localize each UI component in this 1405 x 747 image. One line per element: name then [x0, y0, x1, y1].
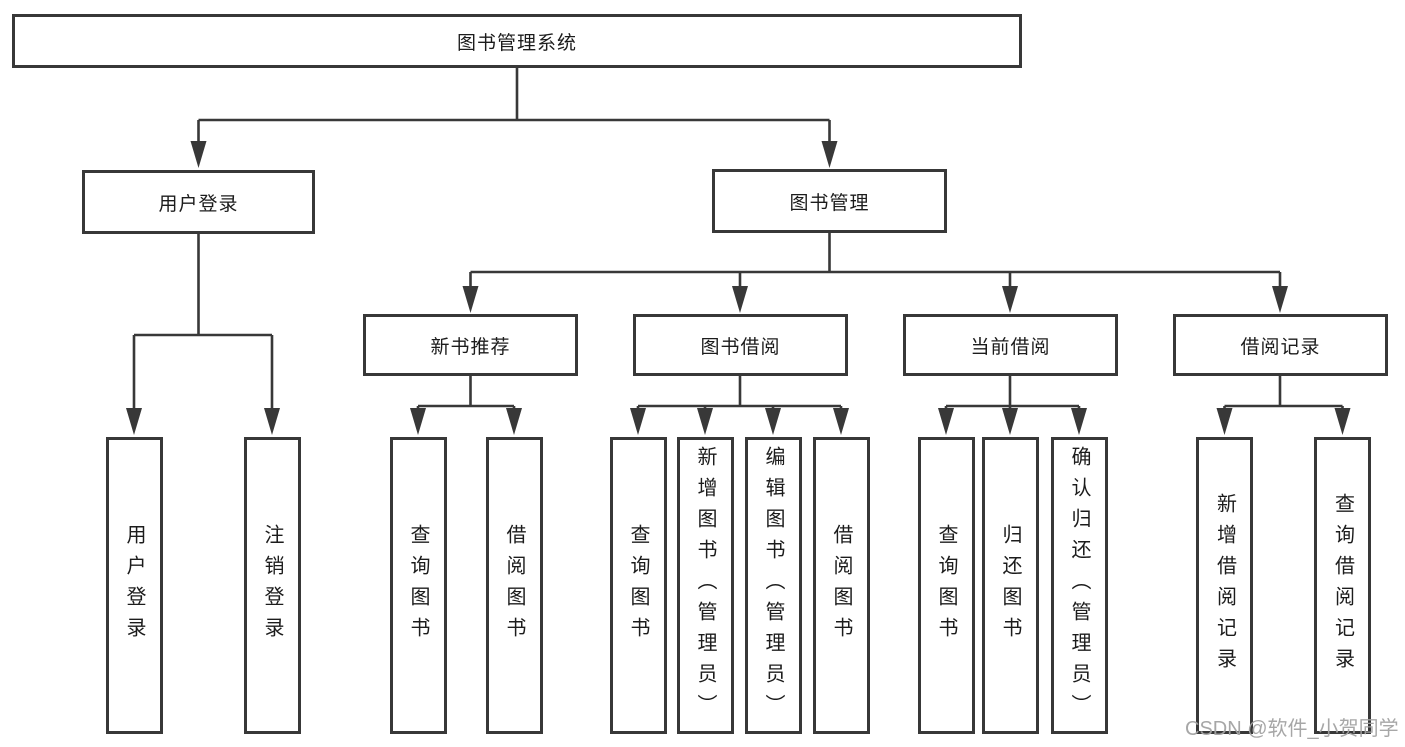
node-leaf-confirm-return-admin-label: 确认归还（管理员） [1068, 446, 1090, 725]
node-leaf-edit-book-admin: 编辑图书（管理员） [744, 437, 802, 734]
node-new-book-rec-label: 新书推荐 [430, 336, 511, 358]
node-book-borrow: 图书借阅 [633, 314, 848, 376]
node-leaf-user-login-label: 用户登录 [123, 523, 145, 648]
node-leaf-query-book-borrow-label: 查询图书 [627, 523, 649, 648]
node-leaf-query-book-current-label: 查询图书 [935, 523, 957, 648]
node-leaf-add-borrow-record: 新增借阅记录 [1196, 437, 1253, 734]
node-current-borrow-label: 当前借阅 [970, 336, 1051, 358]
node-leaf-query-book-rec-label: 查询图书 [407, 523, 429, 648]
node-leaf-confirm-return-admin: 确认归还（管理员） [1050, 437, 1108, 734]
node-root: 图书管理系统 [12, 14, 1022, 68]
node-user-login: 用户登录 [82, 170, 315, 234]
node-borrow-record: 借阅记录 [1173, 314, 1388, 376]
node-leaf-return-book: 归还图书 [981, 437, 1039, 734]
node-book-mgmt: 图书管理 [712, 169, 947, 233]
node-current-borrow: 当前借阅 [903, 314, 1118, 376]
node-leaf-query-book-current: 查询图书 [917, 437, 975, 734]
node-leaf-logout: 注销登录 [243, 437, 301, 734]
node-leaf-add-book-admin: 新增图书（管理员） [676, 437, 734, 734]
node-leaf-query-book-rec: 查询图书 [389, 437, 447, 734]
node-leaf-add-book-admin-label: 新增图书（管理员） [694, 446, 716, 725]
csdn-watermark: CSDN @软件_小贺同学 [1185, 718, 1399, 740]
node-leaf-borrow-book-borrow-label: 借阅图书 [830, 523, 852, 648]
connector-lines [132, 67, 1344, 414]
node-root-label: 图书管理系统 [456, 32, 577, 54]
node-leaf-logout-label: 注销登录 [261, 523, 283, 648]
node-leaf-user-login: 用户登录 [105, 437, 163, 734]
node-leaf-edit-book-admin-label: 编辑图书（管理员） [762, 446, 784, 725]
arrowheads [126, 141, 1351, 435]
node-leaf-borrow-book-rec: 借阅图书 [485, 437, 543, 734]
node-leaf-query-borrow-record: 查询借阅记录 [1314, 437, 1371, 734]
node-new-book-rec: 新书推荐 [363, 314, 578, 376]
node-leaf-borrow-book-rec-label: 借阅图书 [503, 523, 525, 648]
node-leaf-return-book-label: 归还图书 [999, 523, 1021, 648]
node-borrow-record-label: 借阅记录 [1240, 336, 1321, 358]
node-book-borrow-label: 图书借阅 [700, 336, 781, 358]
node-leaf-add-borrow-record-label: 新增借阅记录 [1213, 492, 1236, 679]
node-leaf-borrow-book-borrow: 借阅图书 [812, 437, 870, 734]
node-user-login-label: 用户登录 [158, 193, 239, 215]
node-leaf-query-book-borrow: 查询图书 [609, 437, 667, 734]
node-leaf-query-borrow-record-label: 查询借阅记录 [1331, 492, 1354, 679]
node-book-mgmt-label: 图书管理 [789, 192, 870, 214]
